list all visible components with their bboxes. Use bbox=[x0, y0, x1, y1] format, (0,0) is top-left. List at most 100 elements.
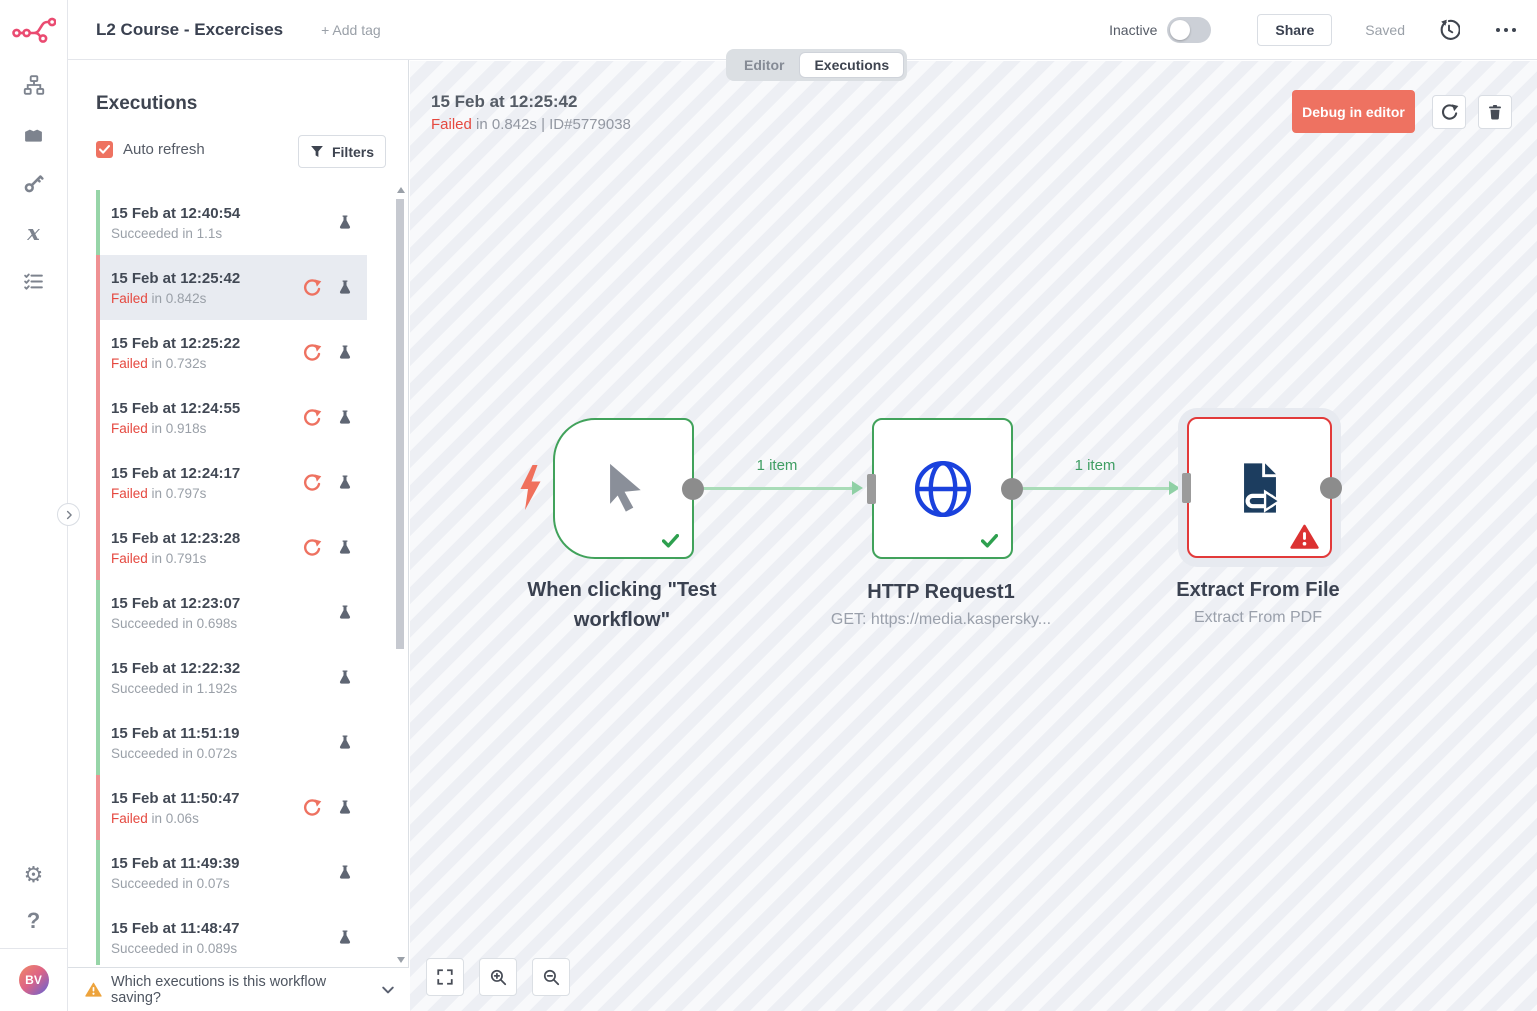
retry-execution-icon[interactable] bbox=[302, 538, 322, 558]
node-label: When clicking "Test workflow" bbox=[507, 575, 737, 635]
debug-flask-icon[interactable] bbox=[337, 539, 353, 556]
debug-flask-icon[interactable] bbox=[337, 799, 353, 816]
execution-list-item[interactable]: 15 Feb at 11:49:39 Succeeded in 0.07s bbox=[96, 840, 367, 905]
execution-time: 15 Feb at 12:23:28 bbox=[111, 529, 241, 547]
templates-icon[interactable] bbox=[21, 121, 47, 147]
node-http-request[interactable] bbox=[867, 418, 1023, 559]
workflow-title[interactable]: L2 Course - Excercises bbox=[96, 19, 284, 39]
debug-flask-icon[interactable] bbox=[337, 474, 353, 491]
execution-time: 15 Feb at 11:50:47 bbox=[111, 789, 240, 807]
canvas-controls bbox=[426, 958, 570, 996]
connection-arrow-icon bbox=[1169, 481, 1180, 495]
saving-info-footer[interactable]: Which executions is this workflow saving… bbox=[68, 967, 409, 1011]
scroll-down-icon[interactable] bbox=[397, 957, 405, 963]
active-toggle-label: Inactive bbox=[1109, 21, 1158, 38]
execution-list-item[interactable]: 15 Feb at 12:25:42 Failed in 0.842s bbox=[96, 255, 367, 320]
variables-icon[interactable]: x bbox=[27, 219, 40, 245]
delete-execution-button[interactable] bbox=[1478, 95, 1512, 129]
trigger-lightning-icon bbox=[520, 465, 541, 510]
execution-list-item[interactable]: 15 Feb at 12:23:28 Failed in 0.791s bbox=[96, 515, 367, 580]
execution-list-item[interactable]: 15 Feb at 12:25:22 Failed in 0.732s bbox=[96, 320, 367, 385]
workflow-canvas[interactable]: 15 Feb at 12:25:42 Failed in 0.842s | ID… bbox=[410, 61, 1537, 1011]
debug-flask-icon[interactable] bbox=[337, 604, 353, 621]
tab-editor[interactable]: Editor bbox=[744, 57, 785, 73]
execution-detail-header: 15 Feb at 12:25:42 Failed in 0.842s | ID… bbox=[431, 92, 631, 133]
saving-question-text: Which executions is this workflow saving… bbox=[110, 973, 327, 1006]
debug-flask-icon[interactable] bbox=[337, 279, 353, 296]
executions-icon[interactable] bbox=[21, 268, 47, 294]
executions-panel-title: Executions bbox=[96, 93, 198, 114]
execution-status: Succeeded in 0.072s bbox=[111, 745, 238, 761]
help-icon[interactable]: ? bbox=[26, 908, 41, 933]
retry-execution-icon[interactable] bbox=[302, 798, 322, 818]
debug-flask-icon[interactable] bbox=[337, 214, 353, 231]
execution-list-item[interactable]: 15 Feb at 12:40:54 Succeeded in 1.1s bbox=[96, 190, 367, 255]
debug-flask-icon[interactable] bbox=[337, 929, 353, 946]
node-manual-trigger[interactable] bbox=[553, 418, 704, 559]
zoom-in-button[interactable] bbox=[479, 958, 517, 996]
retry-execution-icon[interactable] bbox=[302, 473, 322, 493]
debug-in-editor-button[interactable]: Debug in editor bbox=[1292, 90, 1415, 133]
executions-scrollbar[interactable] bbox=[396, 187, 405, 963]
node-name: HTTP Request1 bbox=[867, 581, 1015, 603]
zoom-out-button[interactable] bbox=[532, 958, 570, 996]
retry-execution-button[interactable] bbox=[1432, 95, 1466, 129]
execution-list-item[interactable]: 15 Feb at 12:22:32 Succeeded in 1.192s bbox=[96, 645, 367, 710]
node-extract-from-file[interactable] bbox=[1182, 417, 1342, 558]
filters-button[interactable]: Filters bbox=[298, 135, 386, 168]
execution-time: 15 Feb at 12:24:55 bbox=[111, 399, 241, 417]
execution-time: 15 Feb at 12:22:32 bbox=[111, 659, 241, 677]
add-tag-button[interactable]: + Add tag bbox=[321, 21, 381, 38]
execution-list-item[interactable]: 15 Feb at 11:51:19 Succeeded in 0.072s bbox=[96, 710, 367, 775]
more-options-icon[interactable] bbox=[1496, 27, 1516, 32]
retry-execution-icon[interactable] bbox=[302, 408, 322, 428]
success-check-icon bbox=[662, 534, 679, 548]
checkbox-checked-icon[interactable] bbox=[96, 141, 113, 158]
execution-time: 15 Feb at 12:25:42 bbox=[111, 269, 241, 287]
zoom-to-fit-button[interactable] bbox=[426, 958, 464, 996]
execution-list-item[interactable]: 15 Feb at 12:23:07 Succeeded in 0.698s bbox=[96, 580, 367, 645]
input-port bbox=[867, 473, 876, 504]
credentials-icon[interactable] bbox=[21, 170, 47, 196]
debug-flask-icon[interactable] bbox=[337, 734, 353, 751]
execution-status: Failed in 0.842s bbox=[111, 290, 207, 306]
scrollbar-thumb[interactable] bbox=[396, 199, 404, 649]
debug-flask-icon[interactable] bbox=[337, 669, 353, 686]
share-button[interactable]: Share bbox=[1257, 13, 1333, 46]
execution-time: 15 Feb at 12:24:17 bbox=[111, 464, 241, 482]
auto-refresh-label: Auto refresh bbox=[123, 141, 205, 158]
retry-execution-icon[interactable] bbox=[302, 343, 322, 363]
history-icon[interactable] bbox=[1438, 19, 1461, 41]
execution-time: 15 Feb at 11:51:19 bbox=[111, 724, 240, 742]
connection-line bbox=[698, 487, 856, 490]
execution-status: Succeeded in 0.07s bbox=[111, 875, 230, 891]
auto-refresh-checkbox[interactable]: Auto refresh bbox=[96, 141, 205, 158]
sidebar-divider bbox=[0, 948, 68, 949]
tab-executions[interactable]: Executions bbox=[799, 52, 905, 78]
gear-icon[interactable]: ⚙ bbox=[23, 862, 44, 887]
output-port bbox=[1001, 477, 1023, 500]
active-toggle[interactable] bbox=[1167, 16, 1212, 43]
execution-list-item[interactable]: 15 Feb at 11:50:47 Failed in 0.06s bbox=[96, 775, 367, 840]
node-name: Extract From File bbox=[1176, 579, 1340, 601]
execution-status: Succeeded in 0.089s bbox=[111, 940, 238, 956]
collapse-panel-button[interactable] bbox=[57, 503, 80, 526]
execution-list-item[interactable]: 15 Feb at 12:24:17 Failed in 0.797s bbox=[96, 450, 367, 515]
user-avatar[interactable]: BV bbox=[18, 965, 49, 995]
node-label: Extract From File Extract From PDF bbox=[1098, 575, 1418, 627]
cursor-icon bbox=[609, 463, 641, 512]
debug-flask-icon[interactable] bbox=[337, 409, 353, 426]
workflows-icon[interactable] bbox=[21, 72, 47, 98]
scroll-up-icon[interactable] bbox=[397, 187, 405, 193]
retry-execution-icon[interactable] bbox=[302, 278, 322, 298]
debug-flask-icon[interactable] bbox=[337, 864, 353, 881]
execution-list-item[interactable]: 15 Feb at 12:24:55 Failed in 0.918s bbox=[96, 385, 367, 450]
execution-list-item[interactable]: 15 Feb at 11:48:47 Succeeded in 0.089s bbox=[96, 905, 367, 965]
node-label: HTTP Request1 GET: https://media.kaspers… bbox=[781, 577, 1101, 629]
execution-status: Succeeded in 1.1s bbox=[111, 225, 223, 241]
view-tab-switcher: Editor Executions bbox=[726, 49, 908, 81]
debug-flask-icon[interactable] bbox=[337, 344, 353, 361]
connection-items-label: 1 item bbox=[756, 457, 798, 474]
n8n-logo-icon[interactable] bbox=[11, 16, 56, 44]
